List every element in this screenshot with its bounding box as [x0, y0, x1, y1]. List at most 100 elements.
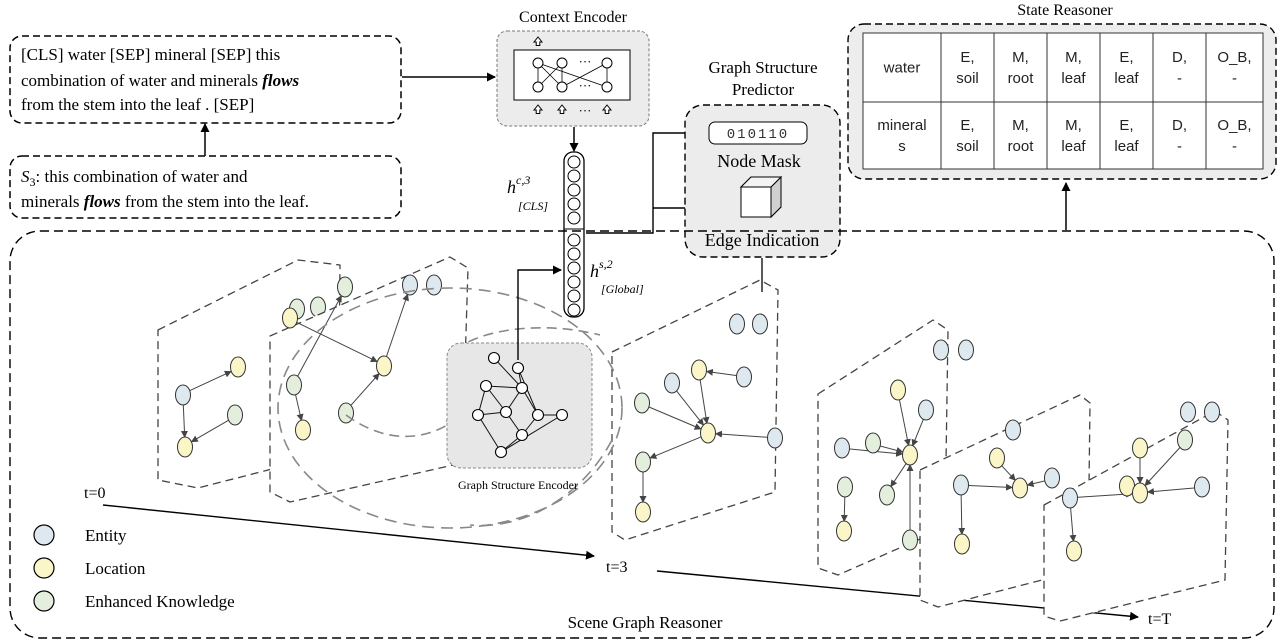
graph-node	[338, 402, 354, 424]
state-table: waterE,soilM,rootM,leafE,leafD,-O_B,-min…	[862, 32, 1264, 170]
graph-edge	[968, 483, 1014, 491]
state-table-cell	[940, 32, 995, 103]
graph-node	[295, 419, 311, 441]
context-encoder-dots-mid: ···	[579, 78, 592, 93]
graph-node	[1177, 429, 1193, 451]
context-encoder-box: ··· ··· ···	[496, 30, 650, 127]
graph-node	[1044, 467, 1060, 489]
flow-arrow-top	[454, 327, 601, 351]
legend-label: Entity	[85, 526, 127, 545]
graph-edge	[890, 463, 907, 488]
graph-node	[958, 339, 974, 361]
graph-node	[1132, 437, 1148, 459]
graph-node	[954, 533, 970, 555]
graph-node	[282, 307, 298, 329]
h-cls-label: hc,3	[507, 173, 530, 197]
gse-to-hidden-arrow	[517, 265, 562, 360]
graph-edge	[1146, 487, 1195, 495]
state-table-cell-text: s	[898, 138, 906, 155]
time-label-3: t=3	[606, 559, 627, 576]
graph-edge	[1069, 507, 1077, 543]
h-global-sub: [Global]	[601, 282, 644, 296]
graph-node	[865, 432, 881, 454]
graph-node	[902, 444, 918, 466]
h-global-label: hs,2	[590, 257, 613, 281]
graph-edge	[676, 390, 704, 426]
graph-node	[1204, 401, 1220, 423]
scene-graph-reasoner-box	[9, 230, 1275, 639]
gse-node	[511, 361, 525, 375]
hidden-state-column	[563, 151, 585, 318]
encoder-scope-tail	[469, 439, 613, 527]
graph-node	[230, 356, 246, 378]
scene-graph-reasoner-title: Scene Graph Reasoner	[568, 613, 723, 632]
hidden-to-node-mask-arrow	[586, 128, 708, 234]
state-table-cell	[993, 101, 1048, 170]
legend-swatch	[33, 590, 55, 612]
graph-node	[736, 366, 752, 388]
context-encoder-dots-bottom: ···	[579, 103, 592, 118]
graph-node	[286, 374, 302, 396]
state-table-cell-text: E,	[1119, 49, 1133, 66]
gse-node	[471, 408, 485, 422]
context-encoder-dots-top: ···	[579, 54, 592, 69]
gse-node	[555, 408, 569, 422]
state-table-cell-text: M,	[1065, 49, 1082, 66]
graph-node	[664, 372, 680, 394]
graph-structure-encoder-label: Graph Structure Encoder	[458, 478, 578, 492]
state-table-cell-text: E,	[960, 49, 974, 66]
graph-edge	[189, 370, 232, 391]
state-table-cell-text: root	[1008, 70, 1035, 87]
gse-edge	[477, 414, 502, 453]
state-table-cell	[1205, 32, 1264, 103]
panel-frame	[611, 279, 779, 541]
scene-graph-panels	[157, 256, 1229, 622]
state-table-cell-text: -	[1232, 70, 1237, 87]
state-table-cell	[862, 32, 942, 103]
time-label-T: t=T	[1148, 611, 1171, 628]
graph-edge	[1144, 447, 1181, 487]
state-table-cell	[862, 101, 942, 170]
graph-node	[1180, 401, 1196, 423]
sentence-line-2: minerals flows from the stem into the le…	[21, 192, 309, 211]
graph-edge	[1001, 465, 1016, 481]
state-table-cell-text: M,	[1065, 117, 1082, 134]
graph-node	[635, 501, 651, 523]
sentence-box: S3: this combination of water and minera…	[9, 155, 402, 219]
graph-edge	[880, 445, 904, 454]
state-table-cell-text: leaf	[1114, 70, 1139, 87]
graph-node	[1066, 540, 1082, 562]
state-table-cell-text: D,	[1172, 49, 1187, 66]
graph-structure-predictor-box: 010110 Node Mask Edge Indication	[684, 104, 841, 258]
graph-node	[634, 392, 650, 414]
graph-edge	[911, 419, 924, 447]
graph-node	[837, 476, 853, 498]
graph-edge	[1026, 480, 1045, 488]
context-encoder-up-arrows	[532, 36, 613, 114]
scene-graph-panel	[269, 256, 469, 503]
state-table-cell-text: leaf	[1061, 138, 1086, 155]
graph-edge	[898, 399, 911, 447]
state-table-cell-text: root	[1008, 138, 1035, 155]
input-text-box: [CLS] water [SEP] mineral [SEP] this com…	[9, 35, 402, 124]
graph-edge	[350, 373, 380, 406]
scene-graph-panel	[817, 319, 974, 576]
gse-edge	[493, 357, 523, 389]
gse-node	[494, 445, 508, 459]
graph-edge	[295, 394, 304, 422]
graph-edge	[385, 293, 409, 357]
graph-node	[752, 313, 768, 335]
graph-node	[1012, 477, 1028, 499]
state-table-cell-text: O_B,	[1217, 49, 1251, 66]
state-table-cell-text: leaf	[1114, 138, 1139, 155]
state-table-cell-text: -	[1232, 138, 1237, 155]
input-text-line-1: [CLS] water [SEP] mineral [SEP] this	[21, 45, 280, 64]
graph-node	[175, 384, 191, 406]
input-text-line-3: from the stem into the leaf . [SEP]	[21, 95, 254, 114]
context-encoder-title: Context Encoder	[519, 9, 628, 26]
graph-node	[953, 474, 969, 496]
graph-edge	[705, 368, 737, 376]
encoder-scope-circle	[277, 287, 623, 529]
gse-node	[487, 351, 501, 365]
